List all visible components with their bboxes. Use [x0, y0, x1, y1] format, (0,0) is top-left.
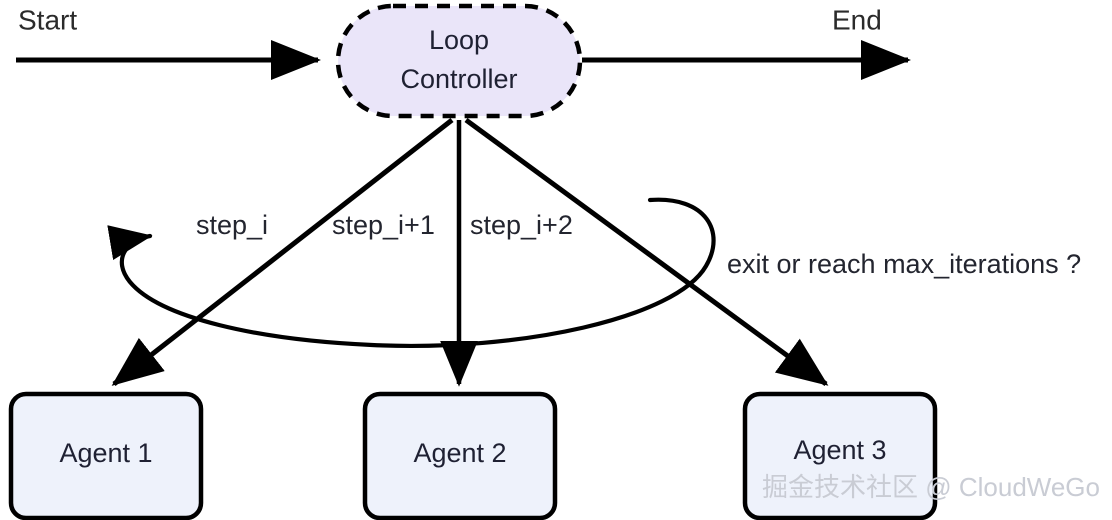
edge-label-step-i-plus-2: step_i+2: [470, 210, 573, 240]
loop-controller-node[interactable]: [335, 3, 583, 119]
end-label: End: [832, 4, 882, 35]
agent-1-node[interactable]: [8, 391, 204, 520]
feedback-loop-curve: [107, 197, 716, 348]
agent-2-node[interactable]: [362, 391, 558, 520]
agent-1-label: Agent 1: [59, 438, 152, 468]
agent-3-node[interactable]: [742, 391, 938, 520]
edge-controller-to-agent-3: [464, 117, 829, 387]
watermark-label: 掘金技术社区 @ CloudWeGo: [762, 472, 1100, 502]
edge-label-step-i: step_i: [196, 210, 268, 240]
loop-controller-label-line2: Controller: [400, 64, 517, 94]
edge-controller-to-agent-1: [111, 118, 454, 386]
agent-3-label: Agent 3: [793, 435, 886, 465]
edge-label-feedback-condition: exit or reach max_iterations ?: [727, 249, 1081, 279]
start-label: Start: [18, 4, 77, 35]
edge-label-step-i-plus-1: step_i+1: [332, 210, 435, 240]
loop-controller-label-line1: Loop: [429, 25, 489, 55]
agent-2-label: Agent 2: [413, 438, 506, 468]
